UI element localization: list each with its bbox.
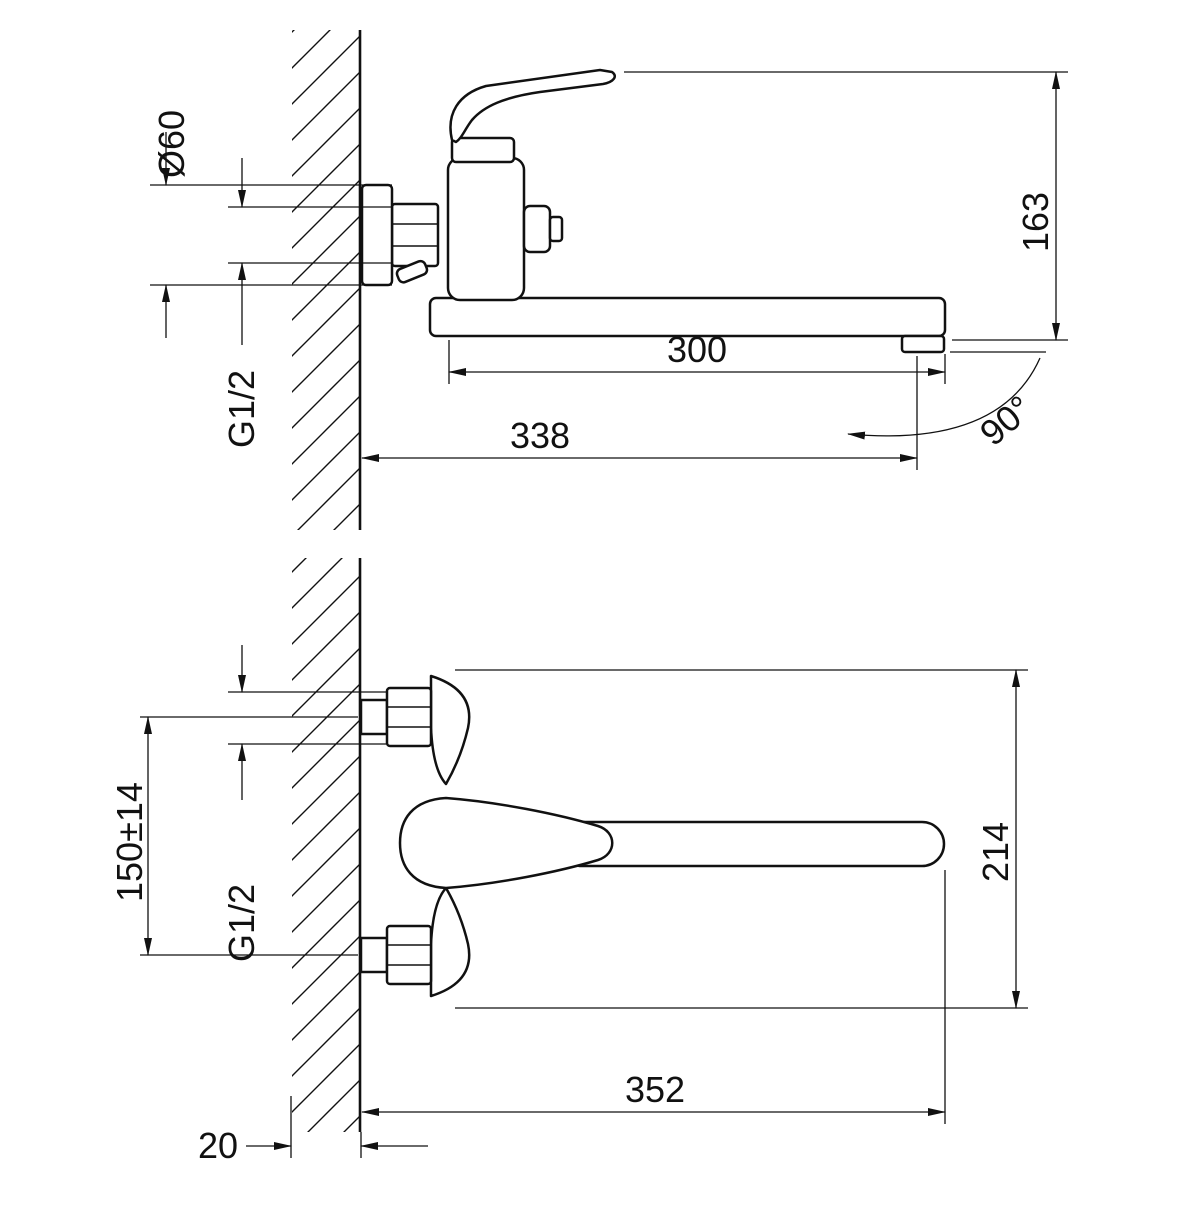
dim-spout-300: 300 — [448, 329, 946, 384]
wall-bottom — [292, 558, 362, 1132]
dim-label-diameter: Ø60 — [151, 110, 192, 178]
cartridge-collar — [450, 136, 516, 164]
escutcheon-plate — [360, 183, 394, 287]
hex-nut-plan-top — [385, 686, 433, 748]
dim-label-overall-length: 352 — [625, 1069, 685, 1110]
dim-label-thread-bottom: G1/2 — [221, 884, 262, 962]
dim-mount-centers-150: 150±14 — [109, 716, 358, 956]
dim-thread-top: G1/2 — [221, 158, 392, 448]
dim-overall-338: 338 — [361, 356, 918, 470]
dim-label-swivel-angle: 90° — [972, 387, 1040, 453]
hex-nut-side — [390, 202, 440, 268]
diverter-pull-tab — [395, 259, 429, 284]
lever-handle-side — [449, 68, 616, 144]
wall-hatch-top — [292, 30, 360, 530]
dim-angle-90: 90° — [847, 351, 1046, 454]
dim-label-overall-reach: 338 — [510, 415, 570, 456]
hex-nut-plan-bottom — [385, 924, 433, 986]
dim-overall-length-352: 352 — [361, 870, 946, 1124]
dim-label-body-span: 214 — [975, 822, 1016, 882]
wall-union-bottom — [359, 936, 389, 974]
lever-handle-plan — [398, 796, 614, 890]
spout-side — [428, 296, 947, 338]
dim-body-span-214: 214 — [455, 669, 1028, 1009]
aerator-nozzle — [900, 334, 946, 354]
dim-label-spout-reach: 300 — [667, 329, 727, 370]
body-bracket-bottom — [429, 886, 471, 998]
dim-label-height: 163 — [1015, 192, 1056, 252]
dim-label-thread-top: G1/2 — [221, 370, 262, 448]
spout-plan — [558, 820, 946, 868]
wall-union-top — [359, 698, 389, 736]
dim-height-163: 163 — [624, 71, 1068, 341]
dim-label-wall-offset: 20 — [198, 1125, 238, 1166]
dim-wall-offset-20: 20 — [198, 1096, 428, 1166]
plan-view: 150±14 G1/2 214 352 20 — [109, 558, 1028, 1166]
side-view: Ø60 G1/2 163 300 338 — [150, 30, 1068, 530]
faucet-side — [360, 68, 947, 354]
faucet-plan — [359, 674, 946, 998]
dim-thread-bottom: G1/2 — [221, 645, 386, 962]
body-bracket-top — [429, 674, 471, 786]
diverter-knob — [548, 215, 564, 243]
wall-top — [292, 30, 362, 530]
dim-label-mount-centers: 150±14 — [109, 782, 150, 902]
wall-hatch-bottom — [292, 558, 360, 1132]
mixer-body-side — [446, 156, 526, 302]
diverter-body — [522, 204, 552, 254]
dim-diameter-60: Ø60 — [150, 110, 392, 338]
swivel-arc — [847, 357, 1041, 440]
